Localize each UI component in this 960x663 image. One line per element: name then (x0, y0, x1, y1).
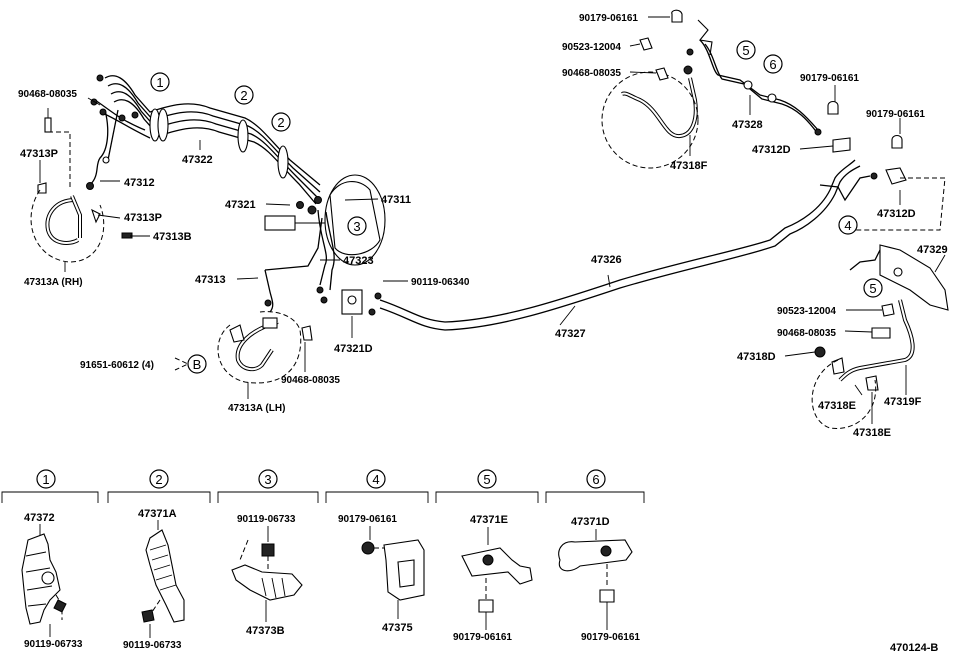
legend-label-47371E: 47371E (470, 514, 508, 526)
rh-hose-dash (30, 189, 105, 263)
diagram-id: 470124-B (890, 642, 938, 654)
label-90468-08035: 90468-08035 (281, 375, 340, 386)
label-47329: 47329 (917, 244, 948, 256)
label-47326: 47326 (591, 254, 622, 266)
svg-text:1: 1 (156, 75, 163, 90)
label-47318F: 47318F (670, 160, 708, 172)
label-47321: 47321 (225, 199, 256, 211)
svg-text:5: 5 (483, 472, 490, 487)
diagram-callouts: 1 2 2 3 4 5 6 5 B (150, 40, 883, 374)
bundle-clamps (149, 108, 289, 179)
label-90179-06161: 90179-06161 (800, 73, 859, 84)
svg-text:5: 5 (869, 281, 876, 296)
label-90179-06161: 90179-06161 (866, 109, 925, 120)
label-47313B: 47313B (153, 231, 192, 243)
legend-label-47372: 47372 (24, 512, 55, 524)
label-90468-08035: 90468-08035 (562, 68, 621, 79)
svg-text:6: 6 (592, 472, 599, 487)
label-47321D: 47321D (334, 343, 373, 355)
svg-text:1: 1 (42, 472, 49, 487)
svg-text:2: 2 (240, 88, 247, 103)
legend-extra-90179-06161: 90179-06161 (581, 632, 640, 643)
legend-label-47373B: 47373B (246, 625, 285, 637)
label-90119-06340: 90119-06340 (411, 277, 470, 288)
label-47318E: 47318E (818, 400, 856, 412)
label-47311: 47311 (381, 194, 411, 206)
svg-text:6: 6 (769, 57, 776, 72)
svg-text:5: 5 (742, 43, 749, 58)
legend-label-47371D: 47371D (571, 516, 610, 528)
label-47322: 47322 (182, 154, 213, 166)
label-91651-60612: 91651-60612 (4) (80, 360, 154, 371)
legend-label-47371A: 47371A (138, 508, 177, 520)
part-labels: 90468-08035 47313P 47312 47313P 47313B 4… (18, 13, 948, 439)
label-90468-08035: 90468-08035 (777, 328, 836, 339)
svg-text:B: B (193, 357, 202, 372)
label-47312D: 47312D (752, 144, 791, 156)
proportioning-valve-lines (264, 159, 871, 331)
legend-extra-90179-06161: 90179-06161 (453, 632, 512, 643)
legend-label-47375: 47375 (382, 622, 413, 634)
legend-extra-90179-06161: 90179-06161 (338, 514, 397, 525)
svg-text:3: 3 (353, 219, 360, 234)
lh-brake-hose (217, 311, 313, 384)
label-47312D: 47312D (877, 208, 916, 220)
label-47313P: 47313P (20, 148, 58, 160)
label-47312: 47312 (124, 177, 155, 189)
svg-text:3: 3 (264, 472, 271, 487)
label-90468-08035: 90468-08035 (18, 89, 77, 100)
label-47328: 47328 (732, 119, 763, 131)
ref-b-circle (187, 354, 207, 374)
rh-bracket-dash (48, 131, 71, 188)
svg-text:2: 2 (277, 115, 284, 130)
label-47313: 47313 (195, 274, 226, 286)
leader-lines (39, 16, 946, 424)
label-47318E: 47318E (853, 427, 891, 439)
label-47318D: 47318D (737, 351, 776, 363)
svg-text:4: 4 (844, 218, 851, 233)
label-47313P: 47313P (124, 212, 162, 224)
label-90179-06161: 90179-06161 (579, 13, 638, 24)
legend-extra-90119-06733: 90119-06733 (237, 514, 296, 525)
svg-text:2: 2 (155, 472, 162, 487)
rear-upper-hose (601, 9, 946, 231)
clip-legend: 1 2 3 4 5 6 47372 90119-06733 47371A 901… (1, 469, 645, 651)
left-fittings (37, 74, 139, 239)
label-47323: 47323 (343, 255, 374, 267)
label-90523-12004: 90523-12004 (562, 42, 621, 53)
label-47319F: 47319F (884, 396, 922, 408)
svg-text:4: 4 (372, 472, 379, 487)
label-90523-12004: 90523-12004 (777, 306, 836, 317)
rear-lower-hose (811, 244, 949, 429)
legend-extra-90119-06733: 90119-06733 (24, 639, 83, 650)
label-47327: 47327 (555, 328, 586, 340)
legend-extra-90119-06733: 90119-06733 (123, 640, 182, 651)
label-47313A-lh: 47313A (LH) (228, 403, 285, 414)
label-47313A-rh: 47313A (RH) (24, 277, 83, 288)
